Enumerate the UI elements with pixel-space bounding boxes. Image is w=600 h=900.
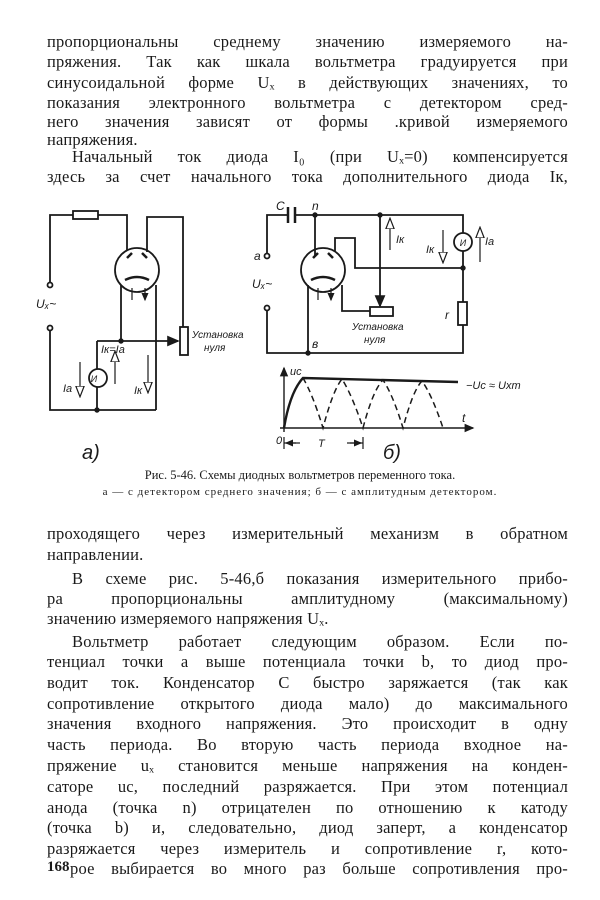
label: в bbox=[312, 337, 318, 351]
circuit-a bbox=[46, 210, 189, 413]
text-line: показания электронного вольтметра с дете… bbox=[47, 93, 568, 112]
capacitor-icon bbox=[286, 207, 297, 223]
text-line: пропорциональны среднему значению измеря… bbox=[47, 32, 568, 51]
resistor-icon bbox=[72, 210, 99, 220]
label: Uₓ~ bbox=[252, 277, 272, 291]
text-line: синусоидальной форме Uₓ в действующих зн… bbox=[47, 73, 568, 92]
label: Установка bbox=[351, 322, 404, 333]
label: Iк bbox=[134, 385, 143, 397]
label: T bbox=[318, 438, 326, 450]
label: uc bbox=[290, 366, 302, 378]
label: И bbox=[460, 238, 467, 248]
text-line: разряжается через измеритель и сопротивл… bbox=[47, 839, 568, 858]
label: Iк=Iа bbox=[101, 344, 125, 356]
text-line: рое выбирается во много раз больше сопро… bbox=[70, 859, 568, 878]
label: Установка bbox=[191, 330, 244, 341]
text-line: направлении. bbox=[47, 545, 144, 564]
text-line: пряжения. Так как шкала вольтметра граду… bbox=[47, 52, 568, 71]
label: a bbox=[254, 249, 261, 263]
text-line: (точка b) и, следовательно, диод заперт,… bbox=[47, 818, 568, 837]
meter-icon bbox=[453, 232, 473, 252]
text-line: значения входного напряжения. Это происх… bbox=[47, 714, 568, 733]
label: n bbox=[312, 199, 319, 213]
label: r bbox=[445, 308, 450, 322]
label: t bbox=[462, 411, 466, 425]
text-line: саторе uc, последний разряжается. При эт… bbox=[47, 777, 568, 796]
resistor-r-icon bbox=[457, 301, 468, 326]
text-line: В схеме рис. 5-46,б показания измеритель… bbox=[72, 569, 568, 588]
text-line: тенциал точки a выше потенциала точки b,… bbox=[47, 652, 568, 671]
label: 0 bbox=[276, 435, 283, 447]
text-line: Начальный ток диода I₀ (при Uₓ=0) компен… bbox=[72, 147, 568, 166]
meter-icon bbox=[88, 368, 108, 388]
label: И bbox=[91, 374, 98, 384]
label: C bbox=[276, 199, 285, 213]
label: Iа bbox=[485, 236, 494, 248]
text-line: Вольтметр работает следующим образом. Ес… bbox=[72, 632, 568, 651]
label: Iк bbox=[426, 244, 435, 256]
label: нуля bbox=[364, 335, 386, 346]
text-line: проходящего через измерительный механизм… bbox=[47, 524, 568, 543]
label: б) bbox=[383, 442, 401, 464]
text-line: ра пропорциональны амплитудному (максима… bbox=[47, 589, 568, 608]
label: а) bbox=[82, 442, 100, 464]
zero-adjust-pot-icon bbox=[179, 326, 189, 356]
text-line: часть периода. Во вторую часть периода в… bbox=[47, 735, 568, 754]
circuit-b bbox=[263, 207, 481, 356]
page-number: 168 bbox=[47, 859, 70, 875]
text-line: здесь за счет начального тока дополнител… bbox=[47, 167, 568, 186]
text-line: анода (точка n) отрицателен по отношению… bbox=[47, 798, 568, 817]
label: Iа bbox=[63, 383, 72, 395]
figure-caption: Рис. 5-46. Схемы диодных вольтметров пер… bbox=[144, 468, 456, 482]
text-line: значению измеряемого напряжения Uₓ. bbox=[47, 609, 329, 628]
voltage-graph bbox=[279, 366, 475, 449]
figure-caption-legend: а — с детектором среднего значения; б — … bbox=[102, 486, 498, 498]
label: Uₓ~ bbox=[36, 297, 56, 311]
text-line: него значения зависят от формы .кривой и… bbox=[47, 112, 568, 131]
zero-adjust-pot-icon bbox=[369, 306, 394, 317]
label: Iк bbox=[396, 234, 405, 246]
text-line: пряжение uₓ становится меньше напряжения… bbox=[47, 756, 568, 775]
text-line: водит ток. Конденсатор C быстро заряжает… bbox=[47, 673, 568, 692]
text-line: напряжения. bbox=[47, 130, 138, 149]
label: −Uc ≈ Uxm bbox=[466, 380, 521, 392]
label: нуля bbox=[204, 343, 226, 354]
text-line: сопротивление открытого диода мало) до м… bbox=[47, 694, 568, 713]
